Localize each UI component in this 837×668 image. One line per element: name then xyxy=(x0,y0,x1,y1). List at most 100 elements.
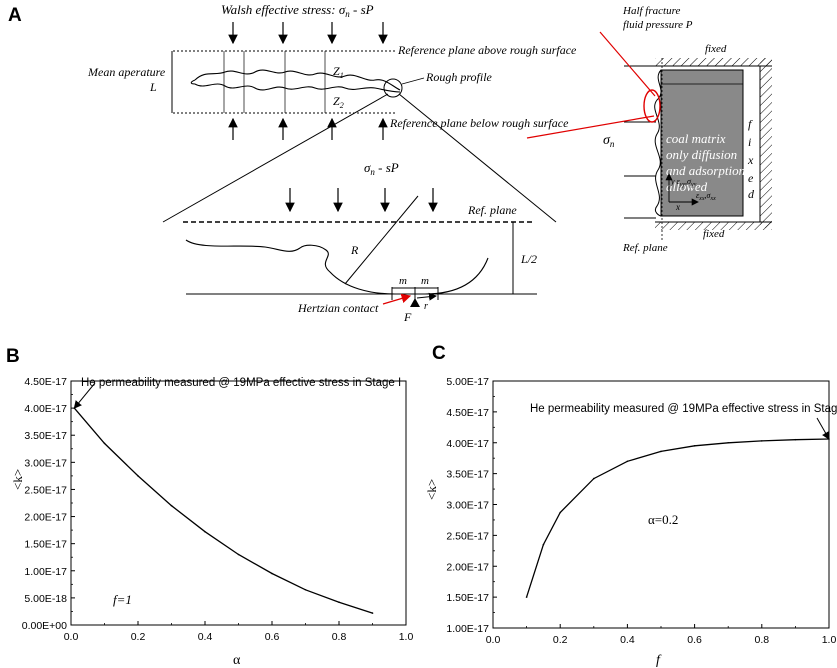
chart-b-xtick-label: 0.8 xyxy=(332,631,347,643)
radius-line xyxy=(344,195,419,285)
bottom-stress-arrows xyxy=(228,117,388,140)
chart-c-data-point xyxy=(525,596,528,598)
chart-b-data-point xyxy=(204,530,206,533)
chart-b-ytick-label: 3.50E-17 xyxy=(24,430,67,442)
walsh-title: Walsh effective stress: σn - sP xyxy=(221,2,374,19)
chart-c-ytick-label: 2.00E-17 xyxy=(446,561,489,573)
chart-b-xtick-label: 0.6 xyxy=(265,631,280,643)
rough-profile-upper xyxy=(194,69,401,91)
chart-c-xtick-label: 0.4 xyxy=(620,634,635,646)
chart-b-data-point xyxy=(237,553,240,556)
red-line-bottom xyxy=(526,115,655,139)
svg-text:e: e xyxy=(748,171,754,185)
m-label-1: m xyxy=(399,275,407,287)
chart-c-ylabel: <k> xyxy=(424,479,439,500)
chart-c-ytick-label: 3.50E-17 xyxy=(446,469,489,481)
coal-text-4: allowed xyxy=(666,179,708,194)
chart-b-data-point xyxy=(271,572,273,575)
chart-c-ytick-label: 1.00E-17 xyxy=(446,623,489,635)
chart-b-xlabel: α xyxy=(233,653,241,668)
chart-c-ytick-label: 2.50E-17 xyxy=(446,530,489,542)
chart-b: 0.00E+00 5.00E-18 1.00E-17 1.50E-17 2.00E-17… xyxy=(22,376,414,643)
red-line-top xyxy=(599,31,656,97)
rough-profile-lower xyxy=(194,83,401,93)
chart-c-annotation: He permeability measured @ 19MPa effecti… xyxy=(530,403,837,415)
chart-c-xtick-label: 0.6 xyxy=(687,634,702,646)
l2-label: L/2 xyxy=(520,252,537,266)
chart-c-data-point xyxy=(626,460,629,463)
z2-label: Z2 xyxy=(333,94,344,110)
chart-b-data-point xyxy=(304,588,307,591)
coal-matrix-block xyxy=(660,69,744,217)
stress-mid-label: σn - sP xyxy=(364,160,399,177)
chart-c-xtick-label: 1.0 xyxy=(822,634,837,646)
panel-b: B 0.00E+00 5.00E-18 1.00E-17 1.50E-17 2.00E-… xyxy=(6,346,413,668)
chart-c-data-point xyxy=(727,441,729,444)
coal-text-2: only diffusion xyxy=(666,147,737,162)
asperity-profile xyxy=(185,239,489,295)
chart-b-annotation-arrow xyxy=(73,382,96,409)
ref-below-label: Reference plane below rough surface xyxy=(389,116,569,130)
chart-b-ylabel: <k> xyxy=(10,469,25,490)
panel-a-label: A xyxy=(8,5,22,26)
fixed-top-label: fixed xyxy=(705,43,727,55)
mean-aperture-symbol: L xyxy=(149,80,157,94)
chart-c-xtick-label: 0.8 xyxy=(754,634,769,646)
chart-c-data-point xyxy=(542,543,545,546)
chart-c-ytick-label: 3.00E-17 xyxy=(446,500,489,512)
chart-b-ytick-label: 5.00E-18 xyxy=(24,593,67,605)
chart-b-data-point xyxy=(103,442,106,445)
mid-stress-arrows xyxy=(285,188,438,213)
chart-b-plot-frame xyxy=(70,380,407,626)
panel-c-label: C xyxy=(432,343,446,364)
sigma-n-label: σn xyxy=(603,133,615,149)
chart-b-data-point xyxy=(338,601,340,604)
x-axis-label: x xyxy=(675,202,680,212)
chart-c-xtick-label: 0.2 xyxy=(553,634,568,646)
chart-c-xlabel: f xyxy=(656,653,662,668)
chart-b-ytick-label: 0.00E+00 xyxy=(22,620,67,632)
radius-label: R xyxy=(350,243,359,257)
right-fixed-hatch xyxy=(760,58,772,228)
fracture-highlight-ellipse xyxy=(643,89,661,123)
ref-above-label: Reference plane above rough surface xyxy=(397,43,577,57)
svg-text:d: d xyxy=(748,187,755,201)
chart-b-data-point xyxy=(371,612,374,614)
chart-b-data-point xyxy=(170,504,173,507)
aperture-dividers xyxy=(223,51,326,113)
fixed-bottom-label: fixed xyxy=(703,228,725,240)
chart-b-ytick-label: 1.50E-17 xyxy=(24,539,67,551)
hertz-arrow xyxy=(382,293,412,305)
top-fixed-hatch xyxy=(655,58,772,66)
chart-b-ytick-label: 4.50E-17 xyxy=(24,376,67,388)
chart-b-ytick-label: 1.00E-17 xyxy=(24,566,67,578)
rough-profile-tip xyxy=(190,79,196,85)
chart-c-ytick-label: 1.50E-17 xyxy=(446,592,489,604)
chart-b-ytick-label: 3.00E-17 xyxy=(24,457,67,469)
chart-b-ytick-label: 2.00E-17 xyxy=(24,512,67,524)
mean-aperture-label: Mean aperature xyxy=(87,65,166,79)
chart-c-annotation-arrow xyxy=(816,417,830,440)
chart-c-ytick-label: 5.00E-17 xyxy=(446,376,489,388)
chart-b-xtick-label: 1.0 xyxy=(399,631,414,643)
chart-c-data-point xyxy=(761,440,763,442)
chart-c-data-point xyxy=(593,477,595,480)
coal-text-1: coal matrix xyxy=(666,131,726,146)
fixed-vertical-label: f i x e d xyxy=(747,117,755,201)
svg-text:x: x xyxy=(747,153,754,167)
rough-profile-pointer xyxy=(401,77,425,85)
zoom-circle xyxy=(383,78,403,98)
chart-b-data-point xyxy=(137,475,139,477)
svg-text:i: i xyxy=(748,135,751,149)
chart-c-data-point xyxy=(693,445,696,447)
chart-c-data-point xyxy=(559,511,561,514)
chart-b-ytick-label: 4.00E-17 xyxy=(24,403,67,415)
panel-b-label: B xyxy=(6,346,20,367)
half-fracture-label-2: fluid pressure P xyxy=(623,19,693,31)
chart-c-param: α=0.2 xyxy=(648,512,678,527)
chart-b-series-line xyxy=(73,407,373,614)
chart-c-ytick-label: 4.50E-17 xyxy=(446,407,489,419)
chart-b-ytick-label: 2.50E-17 xyxy=(24,484,67,496)
